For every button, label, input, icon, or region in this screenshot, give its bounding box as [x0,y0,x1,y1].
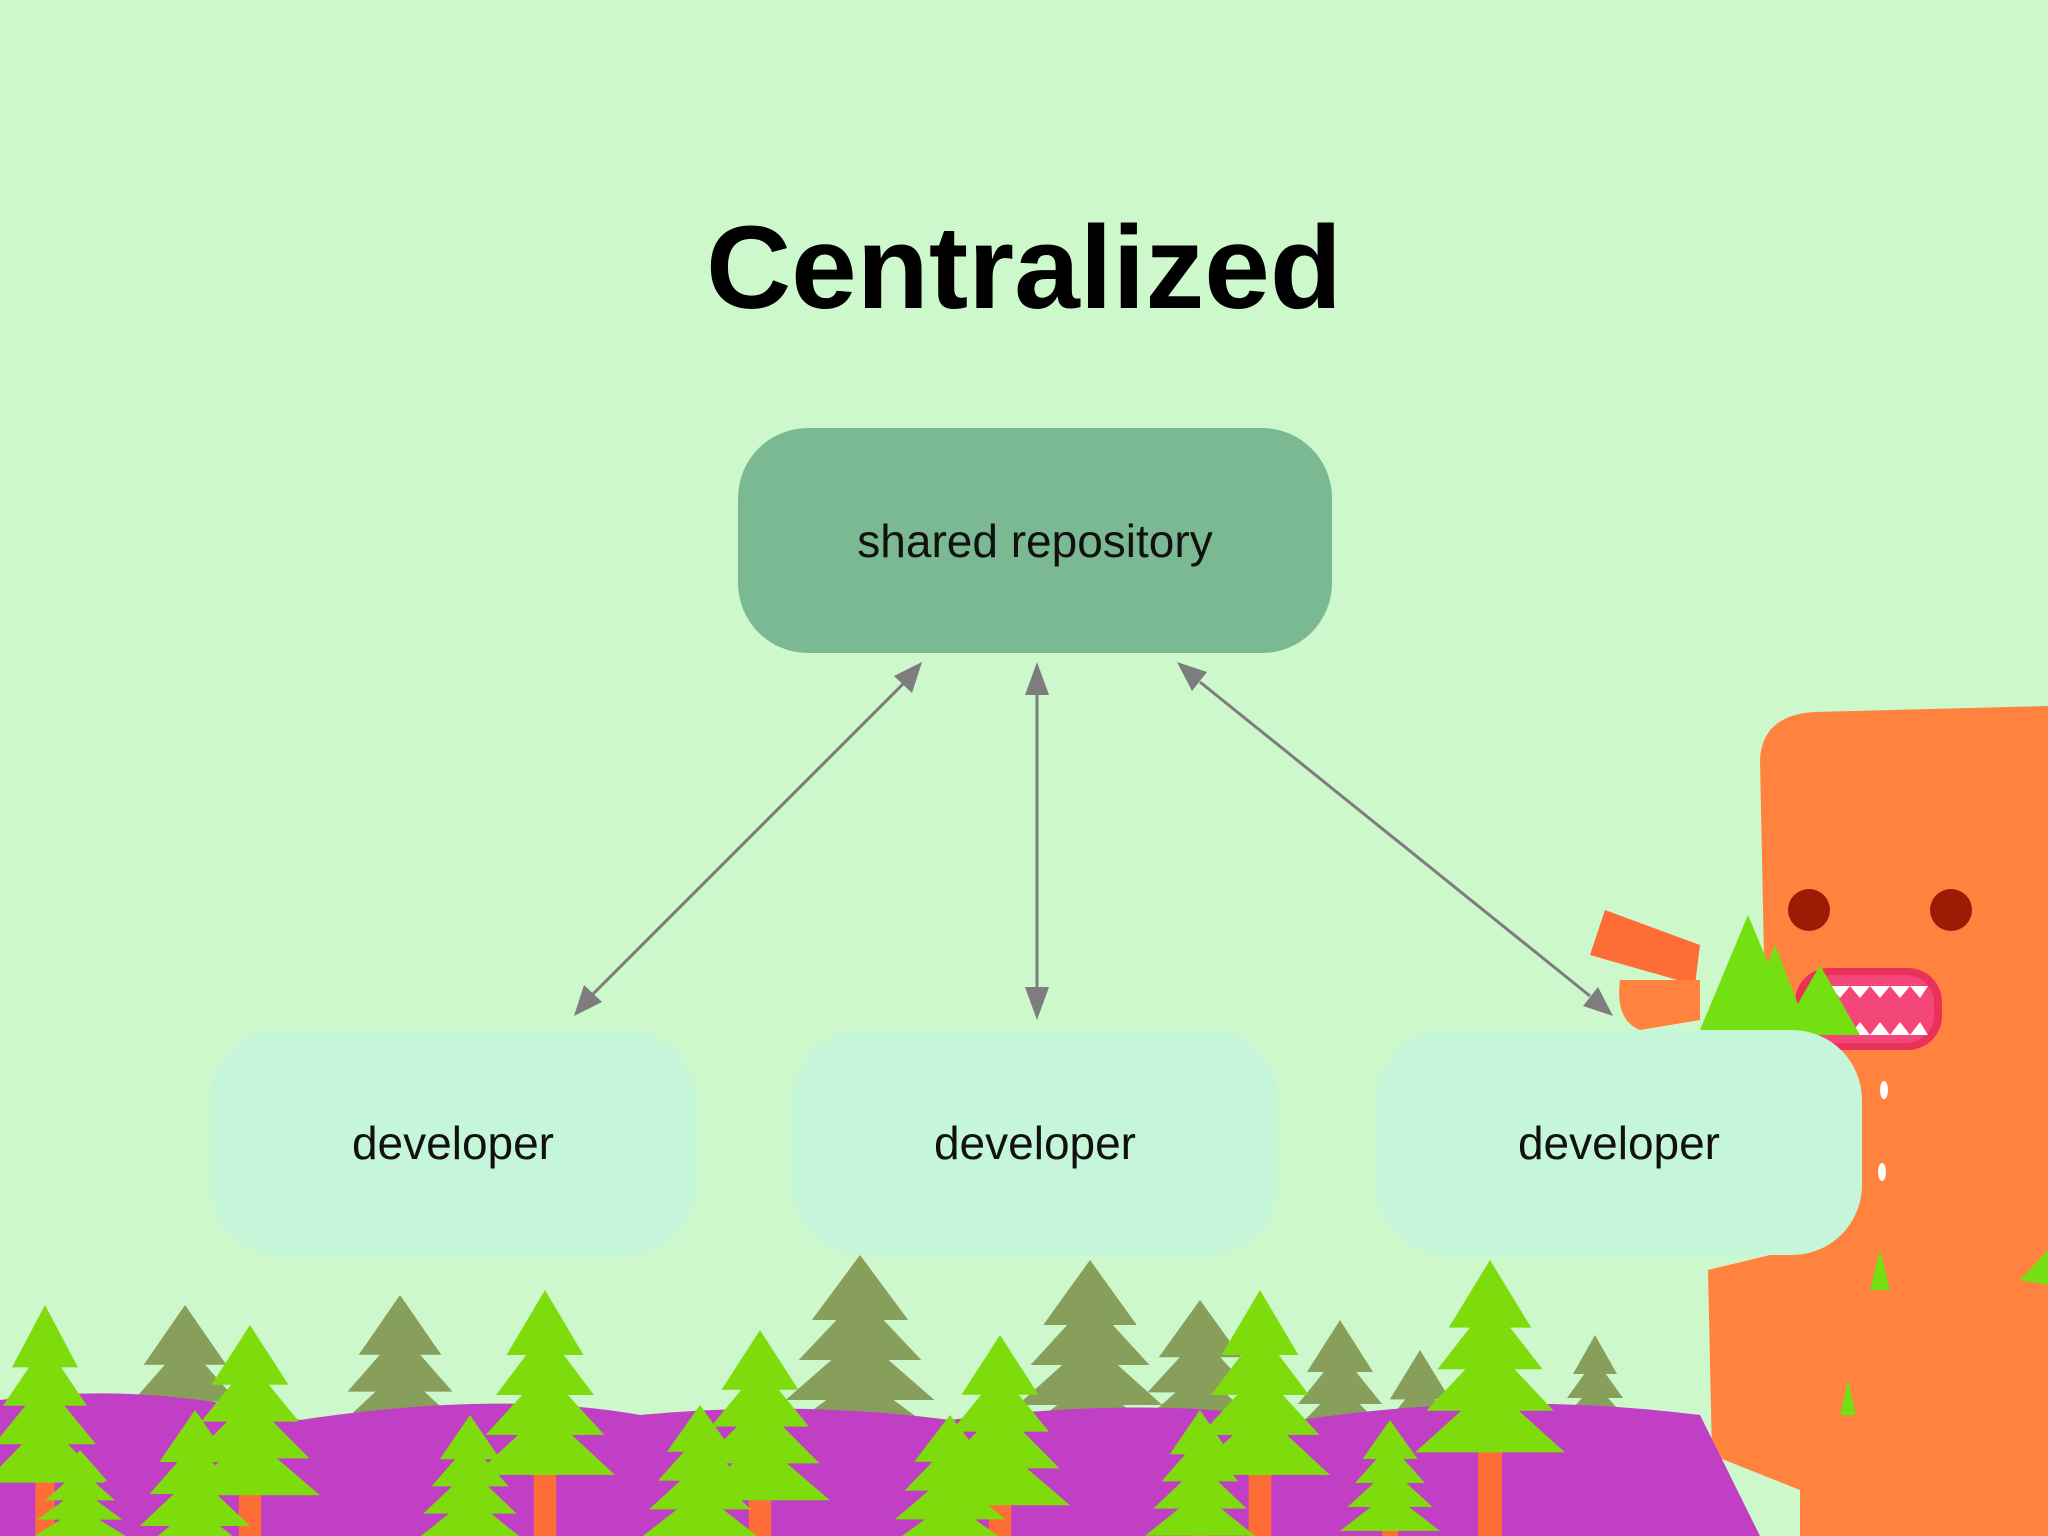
tree-icon [1145,1410,1255,1536]
tree-icon [1340,1420,1440,1536]
developer-node-1: developer [210,1030,696,1255]
forest-trees [0,1255,1760,1536]
developer-label-2: developer [933,1116,1137,1169]
tree-icon [1415,1260,1565,1536]
tree-icon [139,1410,251,1536]
tree-icon [894,1415,1006,1536]
tree-icon [180,1325,320,1536]
arrowhead-up-left [894,662,922,693]
tree-icon [420,1415,520,1536]
edge-repo-dev3 [1199,680,1591,998]
connector-lines [589,680,1591,998]
developer-label-1: developer [351,1116,555,1169]
developer-node-2: developer [792,1030,1278,1255]
arrowhead-down-center [1025,987,1049,1020]
tree-icon [1190,1290,1330,1536]
arrowhead-down-left [574,985,602,1016]
monster-icon [1590,706,2048,1536]
shared-repository-label: shared repository [857,514,1213,567]
arrowhead-up-right [1177,662,1207,691]
arrowheads [574,662,1613,1020]
tree-icon [690,1330,830,1536]
slide-title: Centralized [705,202,1343,335]
tree-icon [34,1450,126,1536]
tree-icon [475,1290,615,1536]
tree-icon [0,1305,105,1536]
arrowhead-down-right [1583,987,1613,1016]
edge-repo-dev1 [589,680,907,998]
tree-icon [642,1405,758,1536]
developer-label-3: developer [1517,1116,1721,1169]
developer-node-3: developer [1376,1030,1862,1255]
arrowhead-up-center [1025,662,1049,695]
shared-repository-node: shared repository [738,428,1332,653]
